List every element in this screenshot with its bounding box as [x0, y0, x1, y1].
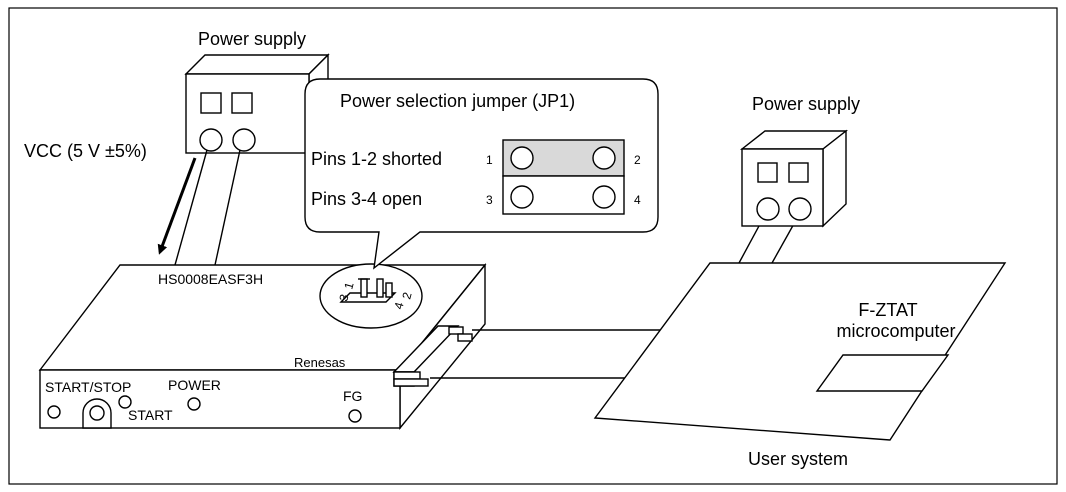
vcc-arrow [157, 157, 197, 255]
power-supply-right-terminal-2 [788, 197, 812, 221]
figure-frame [8, 7, 1058, 485]
fg-terminal [348, 409, 362, 423]
start-led [118, 395, 132, 409]
power-label: POWER [168, 377, 221, 393]
jumper-pin-2 [592, 146, 616, 170]
power-supply-right-socket-1 [757, 162, 778, 183]
power-supply-left-socket-1 [200, 92, 222, 114]
power-supply-right-terminal-1 [756, 197, 780, 221]
power-supply-left-terminal-1 [199, 128, 223, 152]
power-cable-left-1 [174, 149, 208, 266]
pins-open-label: Pins 3-4 open [311, 189, 422, 209]
power-cable-left-2 [214, 149, 241, 266]
jumper-on-device [319, 263, 423, 329]
power-supply-right-socket-2 [788, 162, 809, 183]
fg-label: FG [343, 388, 362, 404]
start-label: START [128, 407, 173, 423]
power-supply-left-label: Power supply [198, 29, 306, 49]
vcc-label: VCC (5 V ±5%) [24, 141, 147, 161]
jumper-pin-3 [510, 185, 534, 209]
power-supply-right [739, 129, 849, 228]
target-microcomputer [815, 354, 950, 392]
chip-label-line2: microcomputer [836, 321, 955, 341]
device-pin-1: 1 [341, 280, 356, 290]
pins-shorted-label: Pins 1-2 shorted [311, 149, 442, 169]
start-stop-led [47, 405, 61, 419]
power-supply-right-label: Power supply [752, 94, 860, 114]
jumper-pin-4 [592, 185, 616, 209]
power-led [187, 397, 201, 411]
callout-pin-4: 4 [634, 193, 641, 207]
jumper-pin-1 [510, 146, 534, 170]
start-stop-label: START/STOP [45, 379, 131, 395]
callout-pin-2: 2 [634, 153, 641, 167]
user-system-label: User system [748, 449, 848, 469]
device-model-label: HS0008EASF3H [158, 271, 263, 287]
device-connector [392, 325, 473, 387]
jumper-callout [304, 78, 659, 270]
device-pin-4: 4 [391, 300, 406, 310]
callout-pin-3: 3 [486, 193, 493, 207]
power-supply-left-socket-2 [231, 92, 253, 114]
jumper-title: Power selection jumper (JP1) [340, 91, 575, 111]
callout-pin-1: 1 [486, 153, 493, 167]
user-system-board [593, 262, 1007, 441]
power-supply-left-terminal-2 [232, 128, 256, 152]
brand-label: Renesas [294, 355, 346, 370]
device-pin-3: 3 [336, 292, 351, 302]
chip-label-line1: F-ZTAT [858, 300, 917, 320]
device-pin-2: 2 [399, 290, 414, 300]
